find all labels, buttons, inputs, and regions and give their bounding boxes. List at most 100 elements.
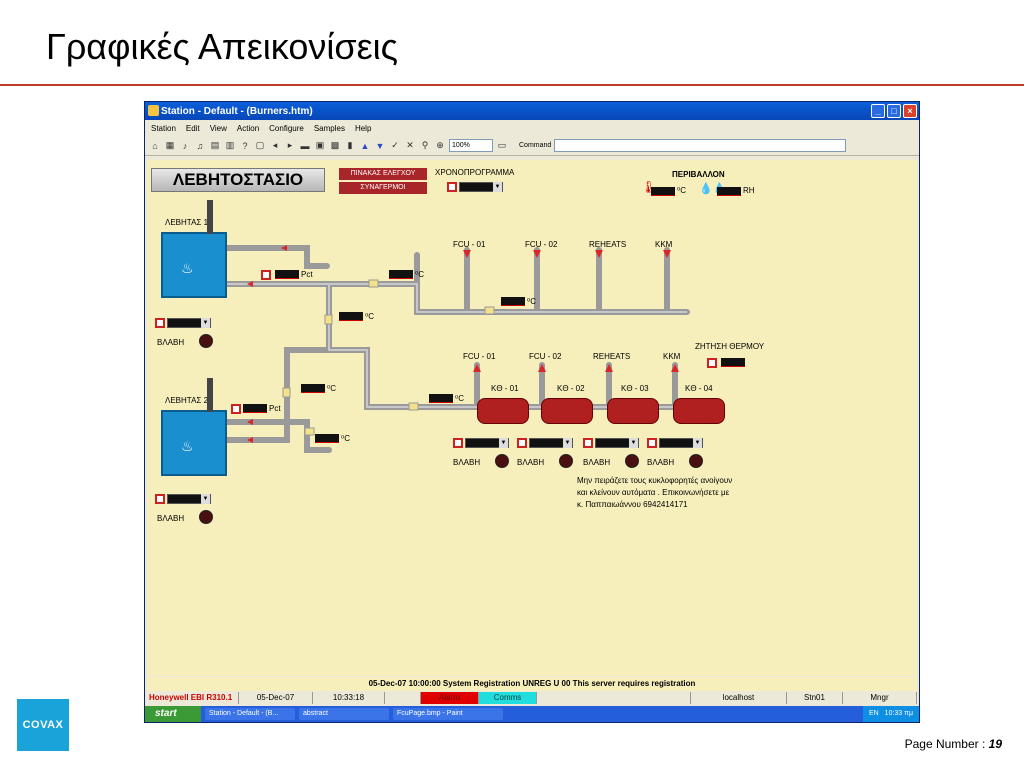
start-button[interactable]: start: [145, 706, 201, 722]
temp-readout-2: [339, 312, 363, 321]
find-icon[interactable]: ⚲: [421, 140, 429, 150]
pump4[interactable]: [673, 398, 725, 424]
heat-demand-checkbox[interactable]: [707, 358, 717, 368]
task-station[interactable]: Station - Default - (B...: [205, 708, 295, 720]
boiler1-pct-checkbox[interactable]: [261, 270, 271, 280]
boiler2-pct-checkbox[interactable]: [231, 404, 241, 414]
temp-unit-2: ⁰C: [365, 312, 374, 321]
pump1-fault-label: ΒΛΑΒΗ: [453, 458, 481, 467]
check-icon[interactable]: ✓: [391, 140, 399, 150]
pump3-dropdown[interactable]: [595, 438, 639, 448]
magnify-icon[interactable]: ⊕: [436, 140, 444, 150]
monitor-icon[interactable]: ▩: [330, 140, 340, 150]
close-button[interactable]: ×: [903, 104, 917, 118]
pump3-fault-lamp: [625, 454, 639, 468]
language-indicator[interactable]: EN: [868, 710, 879, 717]
pump2[interactable]: [541, 398, 593, 424]
boiler1-checkbox[interactable]: [155, 318, 165, 328]
status-blank-2: [537, 692, 691, 704]
boiler1-fault-label: ΒΛΑΒΗ: [157, 338, 185, 347]
boiler2-checkbox[interactable]: [155, 494, 165, 504]
note-line-1: Μην πειράζετε τους κυκλοφορητές ανοίγουν: [577, 476, 733, 485]
menu-bar: Station Edit View Action Configure Sampl…: [145, 120, 919, 136]
pump1-dropdown[interactable]: [465, 438, 509, 448]
taskbar: start Station - Default - (B... abstract…: [145, 706, 919, 722]
maximize-button[interactable]: □: [887, 104, 901, 118]
menu-edit[interactable]: Edit: [185, 123, 200, 133]
boiler2-chimney: [207, 378, 213, 412]
pump3-checkbox[interactable]: [583, 438, 593, 448]
alarm-indicator[interactable]: Alarm: [421, 692, 479, 704]
window-titlebar[interactable]: Station - Default - (Burners.htm) _ □ ×: [145, 102, 919, 120]
boiler2-dropdown[interactable]: [167, 494, 211, 504]
menu-action[interactable]: Action: [236, 123, 260, 133]
pump1-label: KΘ - 01: [491, 384, 519, 393]
control-panel-button[interactable]: ΠΙΝΑΚΑΣ ΕΛΕΓΧΟΥ: [339, 168, 427, 180]
bell-icon[interactable]: ♪: [182, 140, 188, 151]
menu-configure[interactable]: Configure: [269, 123, 304, 133]
window-title: Station - Default - (Burners.htm): [161, 105, 313, 117]
cross-icon[interactable]: ✕: [406, 140, 414, 150]
boiler1-dropdown[interactable]: [167, 318, 211, 328]
boiler1-unit[interactable]: [161, 232, 227, 298]
menu-help[interactable]: Help: [354, 123, 372, 133]
home-icon[interactable]: ⌂: [152, 140, 158, 151]
pump1-fault-lamp: [495, 454, 509, 468]
alarm-icon[interactable]: ♫: [196, 140, 204, 151]
pump3[interactable]: [607, 398, 659, 424]
pump1[interactable]: [477, 398, 529, 424]
doc-icon[interactable]: ▢: [255, 140, 265, 150]
back-icon[interactable]: ◂: [272, 140, 278, 150]
temp-readout-4: [301, 384, 325, 393]
grid-icon[interactable]: ▦: [165, 140, 175, 150]
pump1-checkbox[interactable]: [453, 438, 463, 448]
slide-title: Γραφικές Απεικονίσεις: [46, 26, 398, 67]
scada-canvas: ΛΕΒΗΤΟΣΤΑΣΙΟ ΠΙΝΑΚΑΣ ΕΛΕΓΧΟΥ ΣΥΝΑΓΕΡΜΟΙ …: [147, 160, 917, 676]
app-icon: [148, 105, 159, 116]
menu-station[interactable]: Station: [151, 123, 176, 133]
pump2-dropdown[interactable]: [529, 438, 573, 448]
command-input[interactable]: [554, 139, 847, 152]
temp-readout-1: [389, 270, 413, 279]
help-icon[interactable]: ?: [242, 140, 248, 151]
branch-top-fcu01: FCU - 01: [453, 240, 486, 249]
menu-view[interactable]: View: [209, 123, 227, 133]
chart-icon[interactable]: ▣: [315, 140, 325, 150]
bars-icon[interactable]: ▮: [347, 140, 353, 150]
up-icon[interactable]: ▲: [360, 140, 370, 151]
pump4-dropdown[interactable]: [659, 438, 703, 448]
forward-icon[interactable]: ▸: [287, 140, 293, 150]
pump4-fault-label: ΒΛΑΒΗ: [647, 458, 675, 467]
boiler2-unit[interactable]: [161, 410, 227, 476]
tray-clock: 10:33 πμ: [884, 710, 913, 717]
pump4-label: KΘ - 04: [685, 384, 713, 393]
page-icon[interactable]: ▥: [225, 140, 235, 150]
task-paint[interactable]: FcuPage.bmp - Paint: [393, 708, 503, 720]
system-tray: EN 10:33 πμ: [862, 706, 919, 722]
branch-bottom-kkm: KKM: [663, 352, 681, 361]
temp-unit-1: ⁰C: [415, 270, 424, 279]
minimize-button[interactable]: _: [871, 104, 885, 118]
alarms-button[interactable]: ΣΥΝΑΓΕΡΜΟΙ: [339, 182, 427, 194]
camera-icon[interactable]: ▭: [497, 140, 507, 150]
comms-indicator[interactable]: Comms: [479, 692, 537, 704]
status-message: 05-Dec-07 10:00:00 System Registration U…: [147, 677, 917, 691]
zoom-select[interactable]: 100%: [449, 139, 493, 152]
folder-icon[interactable]: ▬: [300, 140, 310, 151]
report-icon[interactable]: ▤: [210, 140, 220, 150]
temp-unit-6: ⁰C: [341, 434, 350, 443]
branch-bottom-reheats: REHEATS: [593, 352, 631, 361]
pump2-checkbox[interactable]: [517, 438, 527, 448]
menu-samples[interactable]: Samples: [313, 123, 345, 133]
station-window: Station - Default - (Burners.htm) _ □ × …: [144, 101, 920, 723]
temp-readout-6: [315, 434, 339, 443]
schedule-dropdown[interactable]: [459, 182, 503, 192]
temp-readout-5: [429, 394, 453, 403]
pump4-checkbox[interactable]: [647, 438, 657, 448]
boiler1-fault-lamp: [199, 334, 213, 348]
schedule-checkbox[interactable]: [447, 182, 457, 192]
down-icon[interactable]: ▼: [375, 140, 385, 151]
boiler1-pct-unit: Pct: [301, 270, 313, 279]
task-abstract[interactable]: abstract: [299, 708, 389, 720]
boiler1-chimney: [207, 200, 213, 234]
